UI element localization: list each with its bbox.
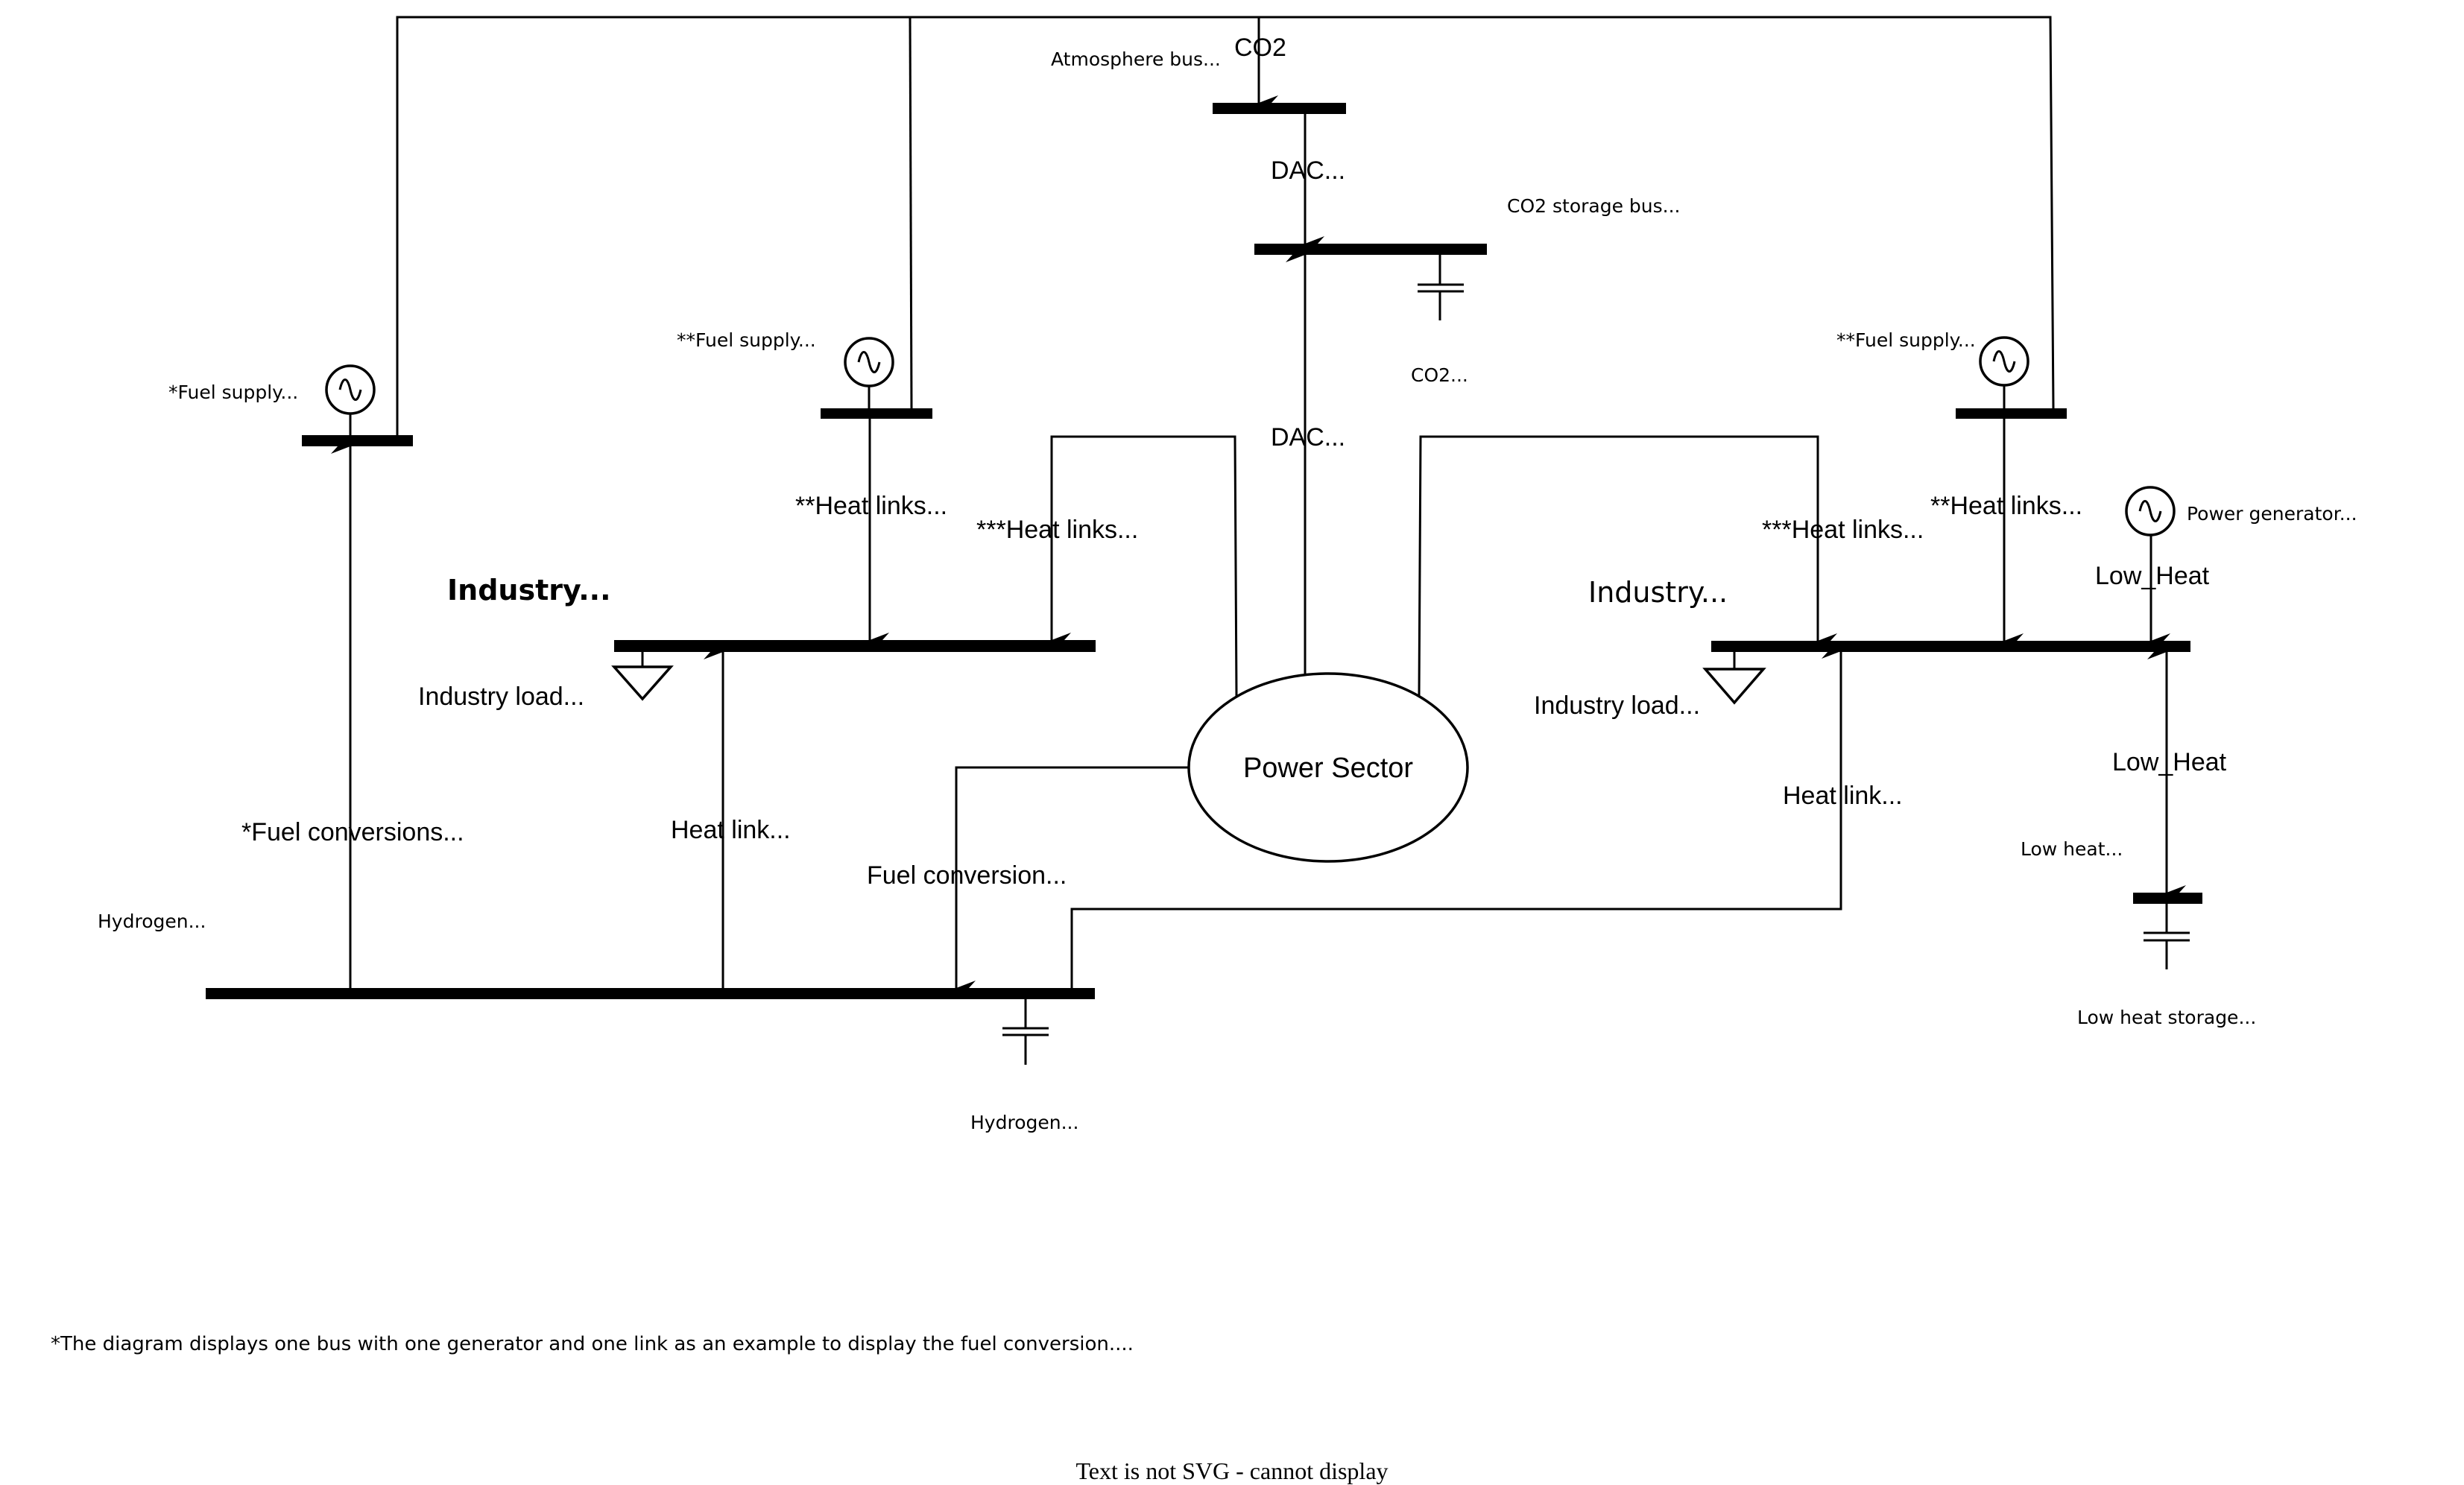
fuel-supply-right-label: **Fuel supply... — [1836, 329, 1976, 351]
fuel-supply-mid-group: **Fuel supply... **Heat links... — [677, 329, 947, 647]
load-icon[interactable] — [1702, 652, 1766, 705]
heat-link-left-label: Heat link... — [671, 816, 791, 844]
hydrogen-group: Hydrogen... Hydrogen... — [98, 911, 1095, 1133]
fuel-supply-left-label: *Fuel supply... — [168, 381, 298, 403]
heat-links-3-left-line[interactable] — [1050, 435, 1238, 697]
heat-links-2-left-label: **Heat links... — [795, 492, 947, 520]
fuel-supply-left-group: *Fuel supply... — [168, 364, 413, 446]
heat-link-right-line[interactable] — [1070, 644, 1842, 988]
heat-links-3-left-label: ***Heat links... — [976, 516, 1138, 544]
fuel-supply-mid-bus[interactable] — [821, 408, 932, 419]
heat-link-right-label: Heat link... — [1783, 782, 1903, 810]
fuel-conversions-label: *Fuel conversions... — [241, 818, 464, 846]
atmosphere-bus-group: Atmosphere bus... CO2 — [1051, 17, 1346, 114]
fuel-supply-mid-label: **Fuel supply... — [677, 329, 816, 351]
heat-link-right: Heat link... — [1070, 644, 1903, 988]
fuel-conversion-label: Fuel conversion... — [867, 861, 1067, 890]
fuel-conversion-link: Fuel conversion... — [867, 766, 1189, 995]
industry-right-label: Industry... — [1588, 576, 1728, 609]
industry-left-group: Industry... Industry load... — [418, 574, 1096, 711]
dac-lower-link: DAC... — [1271, 247, 1345, 674]
industry-left-label: Industry... — [447, 574, 611, 607]
footnote: *The diagram displays one bus with one g… — [51, 1333, 1134, 1355]
storage-icon[interactable] — [2144, 904, 2190, 969]
hydrogen-bus-label: Hydrogen... — [98, 911, 206, 932]
generator-icon[interactable] — [2125, 486, 2176, 536]
atmosphere-bus[interactable] — [1213, 103, 1346, 114]
heat-links-3-right-line[interactable] — [1418, 435, 1837, 697]
fuel-conversions-link: *Fuel conversions... — [241, 439, 464, 988]
power-generator-label: Power generator... — [2187, 503, 2357, 525]
industry-right-group: Industry... Industry load... — [1534, 576, 2190, 720]
generator-icon[interactable] — [325, 364, 376, 415]
storage-icon[interactable] — [1418, 255, 1464, 320]
generator-icon[interactable] — [1979, 336, 2029, 387]
co2-storage-bus[interactable] — [1254, 244, 1487, 255]
co2-link-label: CO2 — [1234, 34, 1286, 62]
industry-right-bus[interactable] — [1711, 641, 2190, 652]
fuel-supply-right-group: **Fuel supply... **Heat links... — [1836, 329, 2082, 648]
storage-icon[interactable] — [1002, 999, 1049, 1065]
dac-upper-link: DAC... — [1271, 114, 1345, 251]
heat-links-2-right-label: **Heat links... — [1930, 492, 2082, 520]
fuel-conversion-line[interactable] — [955, 766, 1189, 995]
heat-links-3-left-link: ***Heat links... — [976, 435, 1238, 697]
heat-links-3-right-label: ***Heat links... — [1762, 516, 1924, 544]
hydrogen-bus[interactable] — [206, 988, 1095, 999]
heat-links-3-right-link: ***Heat links... — [1418, 435, 1924, 697]
atmosphere-bus-label: Atmosphere bus... — [1051, 48, 1221, 70]
low-heat-group: Low_Heat Low heat... Low heat storage... — [2021, 645, 2256, 1028]
low-heat-bus[interactable] — [2133, 893, 2202, 904]
render-warning: Text is not SVG - cannot display — [1075, 1457, 1388, 1484]
fuel-supply-left-bus[interactable] — [302, 435, 413, 446]
power-generator-group: Power generator... Low_Heat — [2095, 486, 2357, 648]
top-fuel-connector — [396, 16, 2055, 435]
co2-storage-bus-group: CO2 storage bus... CO2... — [1254, 195, 1680, 386]
dac-upper-label: DAC... — [1271, 156, 1345, 185]
low-heat-upper-label: Low_Heat — [2095, 562, 2210, 590]
low-heat-storage-label: Low heat storage... — [2077, 1007, 2256, 1028]
low-heat-bus-label: Low heat... — [2021, 838, 2123, 860]
industry-load-right-label: Industry load... — [1534, 691, 1700, 720]
load-icon[interactable] — [611, 652, 674, 701]
heat-link-left: Heat link... — [671, 645, 791, 988]
low-heat-lower-label: Low_Heat — [2112, 748, 2227, 776]
fuel-supply-right-bus[interactable] — [1956, 408, 2067, 419]
industry-left-bus[interactable] — [614, 640, 1096, 652]
power-sector-label: Power Sector — [1243, 753, 1413, 784]
generator-icon[interactable] — [844, 337, 894, 387]
dac-lower-label: DAC... — [1271, 423, 1345, 452]
co2-storage-bus-label: CO2 storage bus... — [1507, 195, 1680, 217]
co2-store-label: CO2... — [1411, 364, 1468, 386]
industry-load-left-label: Industry load... — [418, 683, 584, 711]
hydrogen-store-label: Hydrogen... — [970, 1112, 1078, 1133]
power-sector-node[interactable]: Power Sector — [1187, 672, 1469, 863]
